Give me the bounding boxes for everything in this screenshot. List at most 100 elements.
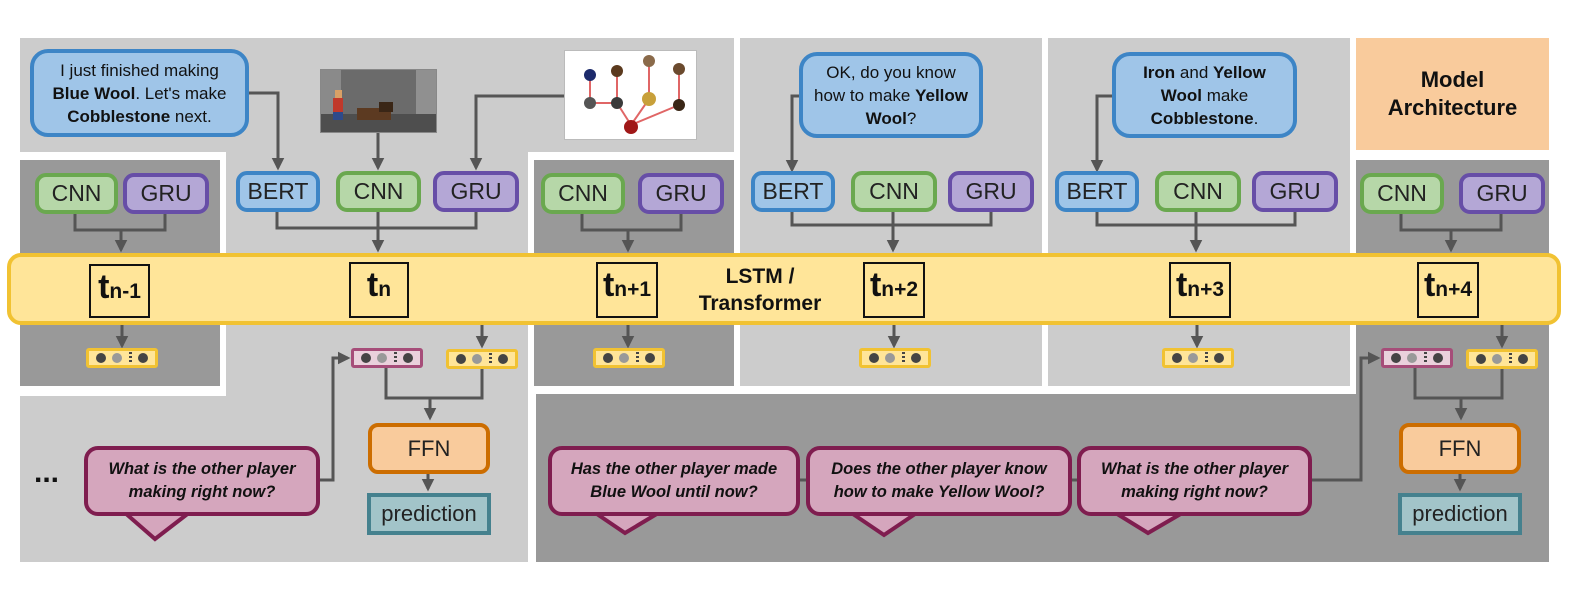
hidden-vector-tn-plus1 [593,348,665,368]
vector-dot-icon [910,353,921,363]
vector-dot-icon [1476,354,1487,364]
vector-dot-icon [869,353,880,363]
bert-module-tn-plus2: BERT [751,171,835,212]
timestep-tn-plus1-sub: n+1 [614,278,652,301]
recipe-graph-image [564,50,697,140]
bubble3-text-3: Yellow Wool [1160,62,1266,105]
timestep-tn-minus1-t: t [98,268,110,306]
tail-q2 [848,510,920,538]
cnn-module-tn-plus3: CNN [1155,171,1241,212]
hidden-vector-tn-plus2 [859,348,931,368]
vector-dot-icon [885,353,896,363]
tail-q1 [592,510,662,536]
ffn-module-tn: FFN [368,423,490,474]
connectors [73,91,1509,492]
lstm-label-line2: Transformer [698,292,822,315]
vector-dot-icon [603,353,614,363]
timestep-tn-plus2-t: t [869,266,882,304]
timestep-tn-minus1-sub: n-1 [109,280,141,303]
timestep-tn-plus4-t: t [1423,266,1436,304]
merge-tn-plus4 [1399,214,1503,250]
hidden-vector-tn-plus4 [1466,349,1538,369]
vector-ellipsis-icon [128,352,132,364]
bubble2-text-2: Yellow Wool [865,85,969,128]
lstm-label-line1: LSTM / [725,265,795,288]
question-box-left: What is the other player making right no… [84,446,320,516]
gru-module-tn-plus3: GRU [1252,171,1338,212]
vector-dot-icon [137,353,148,363]
hidden-vector-tn-plus3 [1162,348,1234,368]
vector-dot-icon [112,353,123,363]
vector-dot-icon [1432,353,1443,363]
game-scene-icon [321,70,436,132]
vector-dot-icon [497,354,508,364]
merge-tn-plus3 [1095,212,1297,250]
vector-dot-icon [1517,354,1528,364]
vector-dot-icon [472,354,483,364]
vector-ellipsis-icon [1423,352,1427,364]
hidden-vector-tn-minus1 [86,348,158,368]
vector-dot-icon [361,353,372,363]
merge-tn-plus1 [580,214,683,250]
recipe-graph-icon [584,55,685,134]
arrow-bubble3-to-bert [1090,94,1116,173]
prediction-output-tn-plus4: prediction [1398,493,1522,535]
vector-dot-icon [619,353,630,363]
bubble1-text-2: Blue Wool [52,83,136,103]
timestep-tn-sub: n [378,278,392,301]
question-box-2: Does the other player know how to make Y… [806,446,1072,516]
vector-dot-icon [377,353,388,363]
vector-dot-icon [1391,353,1402,363]
hidden-vector-tn [446,349,518,369]
bubble2-text-3: ? [906,108,917,128]
model-architecture-title: Model Architecture [1356,38,1549,150]
vector-ellipsis-icon [393,352,397,364]
tail-q-left [122,510,192,542]
gru-module-tn-plus4: GRU [1459,173,1545,214]
vector-dot-icon [96,353,107,363]
merge-vectors-to-ffn-tn [384,364,484,418]
timestep-tn-plus3-sub: n+3 [1187,278,1225,301]
merge-tn [275,212,478,250]
tail-q3 [1112,510,1186,536]
question-box-1: Has the other player made Blue Wool unti… [548,446,800,516]
gru-module-tn-plus2: GRU [948,171,1034,212]
vector-ellipsis-icon [488,353,492,365]
merge-tn-plus2 [790,212,993,250]
vector-dot-icon [1172,353,1183,363]
cnn-module-tn-plus2: CNN [851,171,937,212]
timestep-tn-t: t [366,266,379,304]
bubble3-text-2: and [1175,62,1213,82]
merge-vectors-to-ffn-tn-plus4 [1413,364,1504,418]
gru-module-tn-minus1: GRU [123,173,209,214]
panel-architecture [1356,38,1549,150]
vector-dot-icon [1492,354,1503,364]
arrow-graph-to-gru [469,94,566,171]
bert-module-tn: BERT [236,171,320,212]
bubble1-text-4: Cobblestone [67,106,171,126]
bubble3-text-6: . [1253,108,1259,128]
arch-title-line1: Model [1420,67,1485,92]
vector-ellipsis-icon [901,352,905,364]
timestep-tn-plus3-t: t [1175,266,1188,304]
utterance-bubble-1: I just finished making Blue Wool. Let's … [30,49,249,137]
question-vector-tn [351,348,423,368]
cnn-module-tn: CNN [336,171,421,212]
timestep-tn-plus1-t: t [602,266,615,304]
timestep-tn-plus2-sub: n+2 [881,278,919,301]
arrow-question-to-vec-tn [318,351,351,482]
arch-title-line2: Architecture [1387,95,1518,120]
prediction-output-tn: prediction [367,493,491,535]
bubble1-text-5: next. [170,106,212,126]
lstm-transformer-label: LSTM / Transformer [680,263,840,319]
cnn-module-tn-plus1: CNN [541,173,625,214]
ffn-module-tn-plus4: FFN [1399,423,1521,474]
vector-ellipsis-icon [1204,352,1208,364]
vector-dot-icon [1407,353,1418,363]
bubble1-text-3: . Let's make [135,83,227,103]
vector-dot-icon [1213,353,1224,363]
cnn-module-tn-plus4: CNN [1360,173,1444,214]
